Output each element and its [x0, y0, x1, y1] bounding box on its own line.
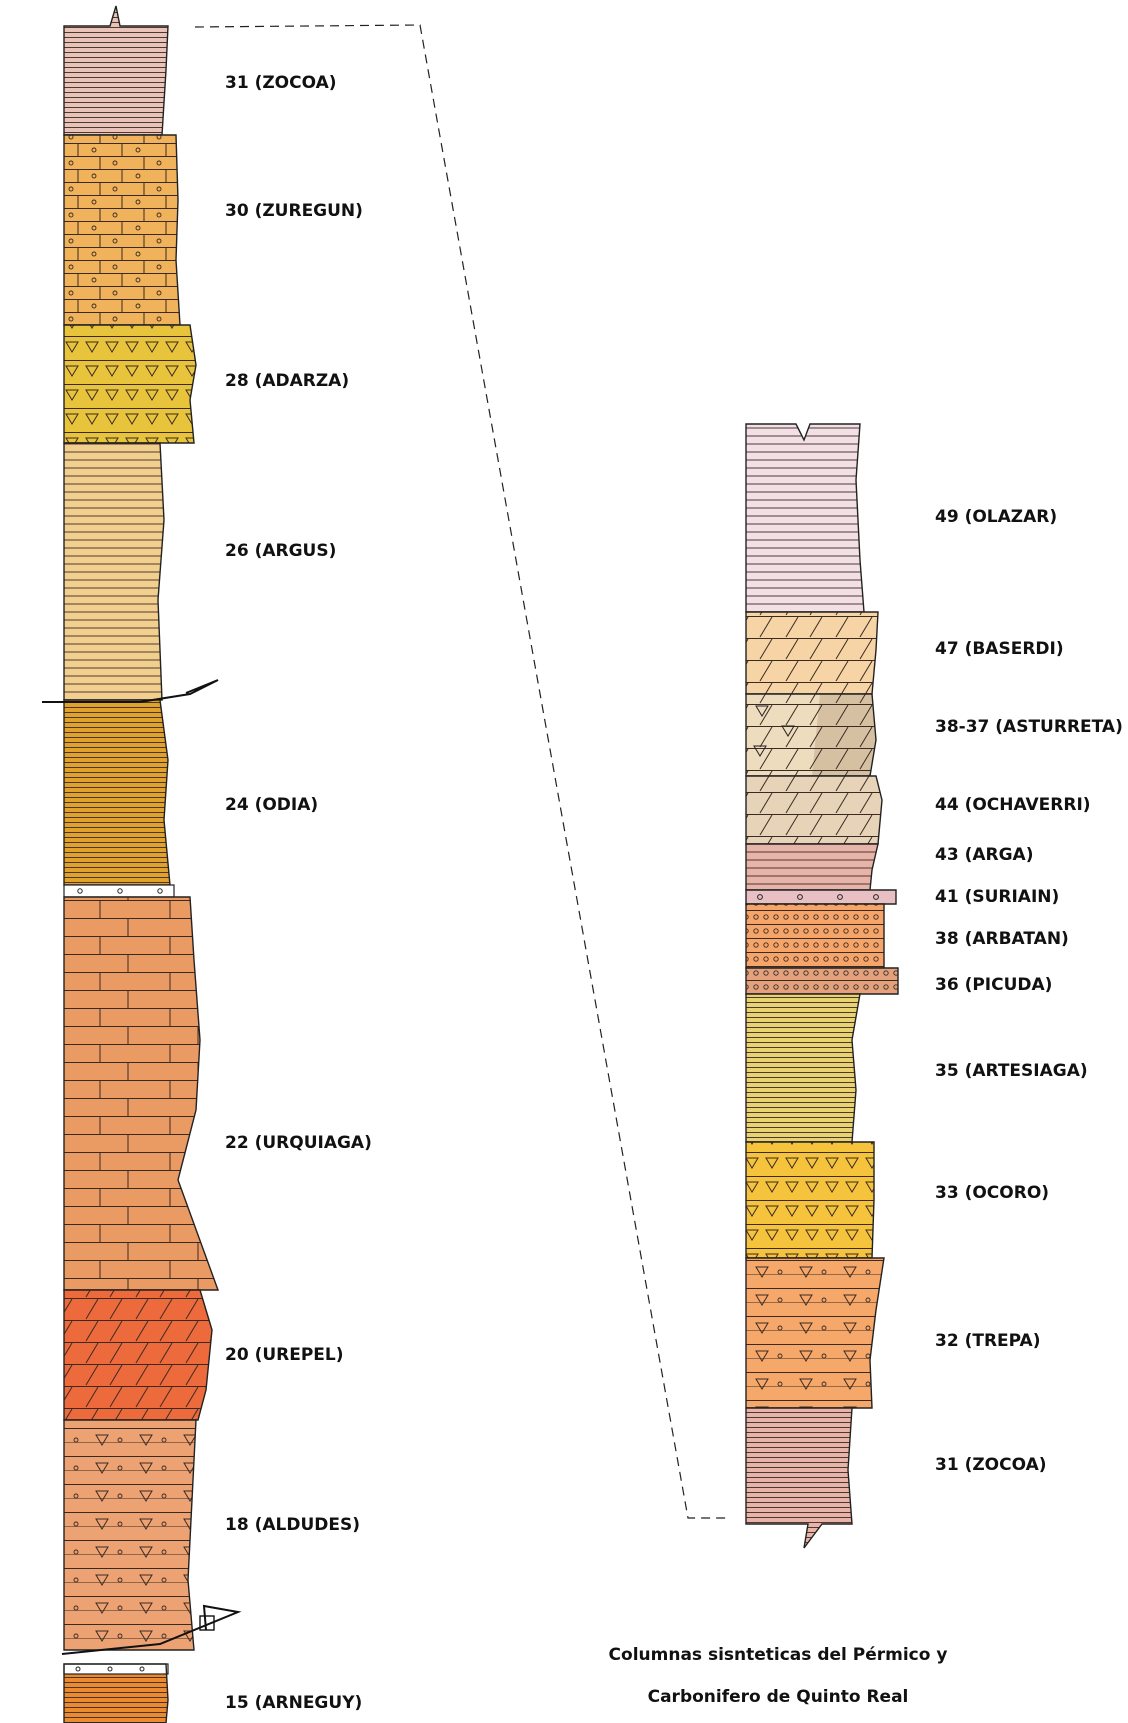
label-ochaverri: 44 (OCHAVERRI)	[935, 795, 1091, 815]
label-aldudes: 18 (ALDUDES)	[225, 1515, 360, 1535]
label-arbatan: 38 (ARBATAN)	[935, 929, 1069, 949]
caption-line-1: Columnas sisnteticas del Pérmico y	[609, 1645, 948, 1665]
left-labels: 31 (ZOCOA) 30 (ZUREGUN) 28 (ADARZA) 26 (…	[225, 73, 372, 1713]
right-unit-ocoro	[746, 1142, 874, 1258]
left-unit-zuregun	[64, 135, 180, 325]
label-picuda: 36 (PICUDA)	[935, 975, 1052, 995]
left-unit-argus	[64, 443, 164, 700]
left-unit-zocoa	[64, 6, 168, 135]
right-unit-suriain	[746, 890, 896, 904]
right-unit-arbatan	[746, 904, 884, 968]
label-arga: 43 (ARGA)	[935, 845, 1033, 865]
label-urquiaga: 22 (URQUIAGA)	[225, 1133, 372, 1153]
left-column	[42, 6, 238, 1723]
right-unit-zocoa	[746, 1408, 852, 1548]
label-asturreta: 38-37 (ASTURRETA)	[935, 717, 1123, 737]
caption-line-2: Carbonifero de Quinto Real	[648, 1687, 909, 1707]
left-unit-adarza	[64, 325, 196, 443]
label-zocoa-left: 31 (ZOCOA)	[225, 73, 337, 93]
label-baserdi: 47 (BASERDI)	[935, 639, 1064, 659]
right-unit-asturreta	[746, 694, 876, 776]
label-odia: 24 (ODIA)	[225, 795, 318, 815]
right-labels: 49 (OLAZAR) 47 (BASERDI) 38-37 (ASTURRET…	[935, 507, 1123, 1475]
label-adarza: 28 (ADARZA)	[225, 371, 349, 391]
right-unit-artesiaga	[746, 994, 860, 1142]
label-suriain: 41 (SURIAIN)	[935, 887, 1059, 907]
label-arneguy: 15 (ARNEGUY)	[225, 1693, 362, 1713]
label-olazar: 49 (OLAZAR)	[935, 507, 1057, 527]
right-unit-arga	[746, 844, 878, 890]
left-unit-arneguy	[64, 1664, 168, 1723]
left-unit-aldudes	[64, 1420, 196, 1650]
label-argus: 26 (ARGUS)	[225, 541, 336, 561]
right-unit-olazar	[746, 424, 864, 612]
right-unit-trepa	[746, 1258, 884, 1408]
left-unit-urepel	[64, 1290, 212, 1420]
label-zocoa-right: 31 (ZOCOA)	[935, 1455, 1047, 1475]
correlation-line	[195, 25, 728, 1518]
right-column	[746, 424, 898, 1548]
figure-caption: Columnas sisnteticas del Pérmico y Carbo…	[609, 1645, 948, 1707]
right-unit-ochaverri	[746, 776, 882, 844]
left-unit-urquiaga	[64, 897, 218, 1290]
label-ocoro: 33 (OCORO)	[935, 1183, 1049, 1203]
label-artesiaga: 35 (ARTESIAGA)	[935, 1061, 1088, 1081]
label-zuregun: 30 (ZUREGUN)	[225, 201, 363, 221]
label-urepel: 20 (UREPEL)	[225, 1345, 344, 1365]
right-unit-baserdi	[746, 612, 878, 694]
right-unit-picuda	[746, 968, 898, 994]
left-unit-odia	[64, 700, 174, 897]
label-trepa: 32 (TREPA)	[935, 1331, 1040, 1351]
